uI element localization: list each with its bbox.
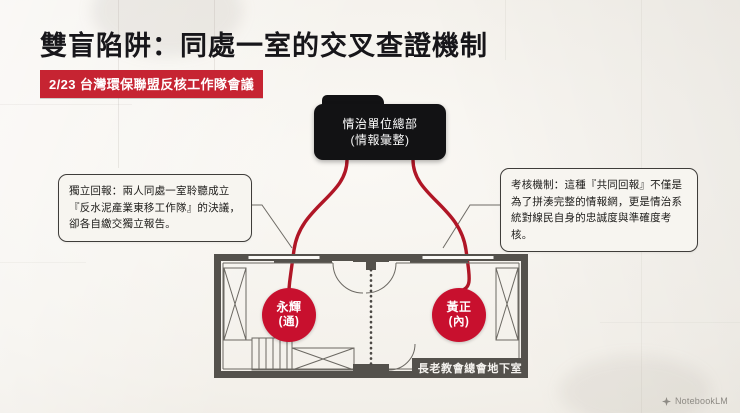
recess-right: [495, 267, 519, 341]
wall-left: [214, 254, 221, 378]
paper-crease: [600, 322, 740, 323]
floorplan: [214, 254, 528, 378]
watermark-label: NotebookLM: [674, 396, 728, 406]
wall-right: [521, 254, 528, 378]
leader-line-right: [442, 204, 500, 249]
wall-pier-bottom: [353, 364, 389, 372]
hq-node-line1: 情治單位總部: [342, 116, 418, 131]
wall-segment: [410, 259, 468, 263]
door-arc-2: [365, 262, 397, 294]
page-title: 雙盲陷阱：同處一室的交叉查證機制: [40, 31, 488, 61]
watermark: NotebookLM: [661, 396, 728, 406]
agent-left-name: 永輝: [276, 299, 302, 314]
agent-right-code: (內): [448, 316, 470, 329]
wall-pier: [353, 254, 389, 262]
paper-crease: [0, 104, 132, 105]
door-post: [366, 261, 376, 270]
x-brace-left: [223, 267, 247, 341]
agent-left-code: (通): [278, 316, 300, 329]
window-pane-right: [421, 255, 495, 260]
window-pane-left: [247, 255, 321, 260]
paper-crease: [0, 262, 86, 263]
wall-stub: [240, 254, 248, 261]
annotation-left: 獨立回報：兩人同處一室聆聽成立『反水泥產業東移工作隊』的決議，卻各自繳交獨立報告…: [58, 174, 252, 242]
room-label: 長老教會總會地下室: [412, 358, 528, 377]
hq-node-line2: (情報彙整): [350, 133, 410, 147]
meeting-badge: 2/23 台灣環保聯盟反核工作隊會議: [40, 70, 264, 98]
hq-node[interactable]: 情治單位總部 (情報彙整): [314, 104, 446, 160]
stair-treads: [258, 338, 288, 370]
agent-node-right[interactable]: 黃正 (內): [432, 288, 486, 342]
x-brace-right: [495, 267, 519, 341]
staircase: [251, 337, 293, 371]
x-brace-platform: [291, 347, 355, 371]
paper-crease: [505, 0, 506, 60]
flow-line-right: [411, 158, 471, 294]
spark-icon: [661, 396, 671, 406]
flow-line-left: [287, 158, 349, 294]
paper-crease: [214, 0, 215, 96]
annotation-right: 考核機制：這種『共同回報』不僅是為了拼湊完整的情報網，更是情治系統對線民自身的忠…: [500, 168, 698, 253]
wall-segment: [274, 259, 332, 263]
platform-left: [291, 347, 355, 371]
agent-node-left[interactable]: 永輝 (通): [262, 288, 316, 342]
wall-stub: [494, 254, 502, 261]
wall-bottom: [214, 371, 528, 378]
paper-smudge: [560, 356, 710, 413]
door-arc-1: [332, 262, 364, 294]
door-arc-bottom: [388, 343, 416, 371]
agent-right-name: 黃正: [446, 299, 472, 314]
